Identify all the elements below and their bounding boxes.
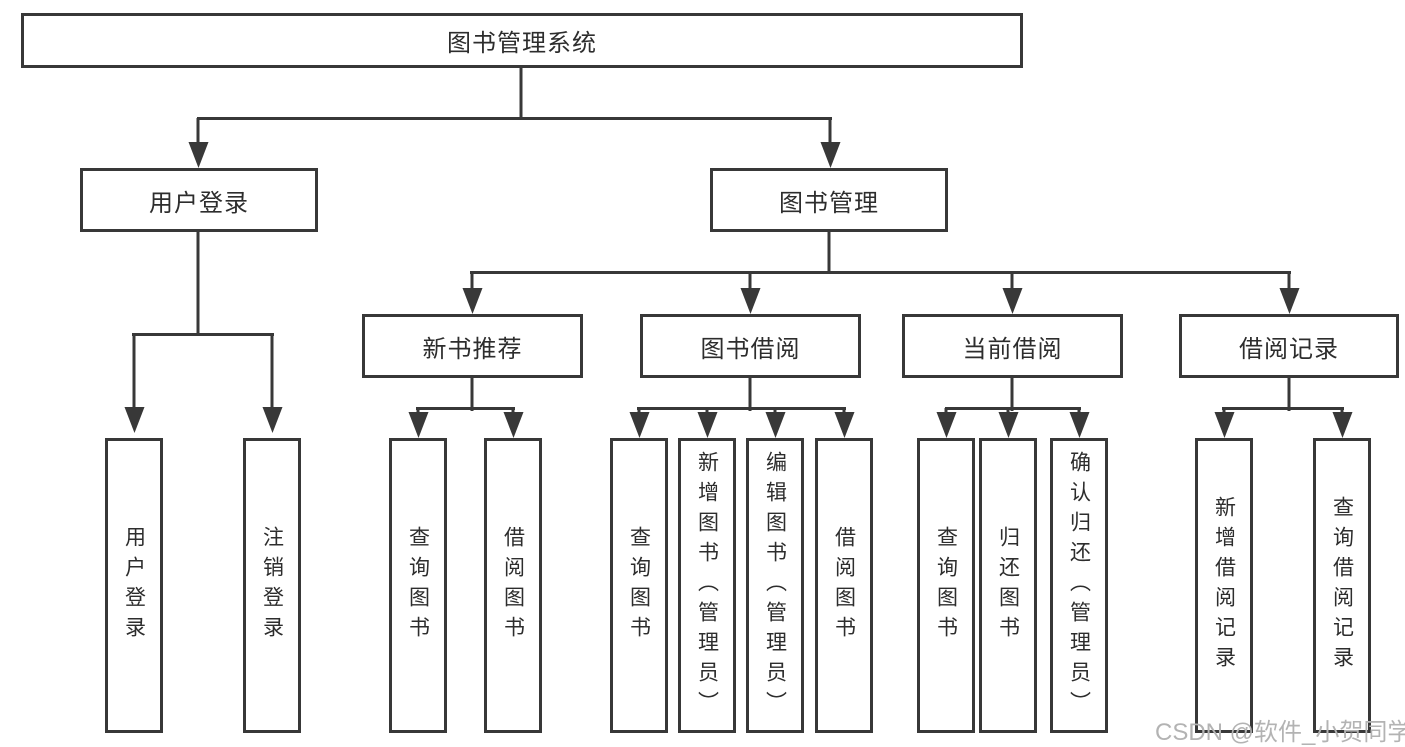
connector-book-borrow-stem	[748, 378, 752, 411]
connector-new-books-stem	[470, 378, 474, 411]
connector-book-borrow-rail	[637, 407, 846, 410]
node-book-borrow: 图书借阅	[640, 314, 861, 378]
arrow-to-book-mgmt	[828, 118, 832, 142]
node-borrow-records: 借阅记录	[1179, 314, 1399, 378]
arrow-bb-query	[637, 408, 641, 412]
arrow-br-add	[1222, 408, 1226, 412]
arrow-bb-edit	[773, 408, 777, 412]
node-current-borrow: 当前借阅	[902, 314, 1123, 378]
leaf-br-add-record: 新增借阅记录	[1195, 438, 1253, 733]
leaf-cb-return-books-label: 归还图书	[996, 525, 1020, 646]
leaf-bb-query-books-label: 查询图书	[627, 525, 651, 646]
arrow-to-borrow-records	[1287, 272, 1291, 288]
arrow-to-leaf-login	[132, 333, 136, 407]
connector-root-stem	[519, 68, 523, 119]
leaf-cb-return-books: 归还图书	[979, 438, 1037, 733]
node-root: 图书管理系统	[21, 13, 1023, 68]
node-user-login: 用户登录	[80, 168, 318, 232]
leaf-cb-query-books-label: 查询图书	[934, 525, 958, 646]
node-book-borrow-label: 图书借阅	[700, 335, 801, 363]
leaf-nb-borrow-books-label: 借阅图书	[501, 525, 525, 646]
connector-current-borrow-stem	[1010, 378, 1014, 411]
leaf-cb-confirm-return-label: 确认归还（管理员）	[1067, 450, 1091, 721]
leaf-nb-query-books: 查询图书	[389, 438, 447, 733]
arrow-cb-return	[1006, 408, 1010, 412]
arrow-nb-borrow	[511, 408, 515, 412]
leaf-br-query-record: 查询借阅记录	[1313, 438, 1371, 733]
leaf-bb-add-books-label: 新增图书（管理员）	[695, 450, 719, 721]
arrow-to-new-books	[470, 272, 474, 288]
arrow-to-leaf-logout	[270, 333, 274, 407]
node-book-mgmt-label: 图书管理	[779, 189, 879, 217]
arrow-br-query	[1340, 408, 1344, 412]
leaf-cb-confirm-return: 确认归还（管理员）	[1050, 438, 1108, 733]
connector-borrow-records-stem	[1287, 378, 1291, 411]
arrow-nb-query	[416, 408, 420, 412]
node-root-label: 图书管理系统	[447, 30, 597, 57]
leaf-br-add-record-label: 新增借阅记录	[1212, 495, 1236, 676]
leaf-br-query-record-label: 查询借阅记录	[1330, 495, 1354, 676]
connector-book-mgmt-rail	[470, 271, 1291, 274]
node-book-mgmt: 图书管理	[710, 168, 948, 232]
leaf-bb-borrow-books-label: 借阅图书	[832, 525, 856, 646]
arrow-bb-borrow	[842, 408, 846, 412]
leaf-nb-borrow-books: 借阅图书	[484, 438, 542, 733]
arrow-to-book-borrow	[748, 272, 752, 288]
node-current-borrow-label: 当前借阅	[962, 335, 1063, 363]
connector-user-login-stem	[196, 232, 200, 336]
leaf-bb-borrow-books: 借阅图书	[815, 438, 873, 733]
leaf-user-login: 用户登录	[105, 438, 163, 733]
leaf-logout-label: 注销登录	[260, 525, 284, 646]
node-new-books: 新书推荐	[362, 314, 583, 378]
connector-new-books-rail	[416, 407, 515, 410]
connector-current-borrow-rail	[945, 407, 1081, 410]
arrow-bb-add	[705, 408, 709, 412]
node-user-login-label: 用户登录	[149, 189, 249, 217]
connector-user-login-rail	[132, 333, 274, 336]
arrow-cb-query	[944, 408, 948, 412]
connector-borrow-records-rail	[1222, 407, 1344, 410]
csdn-watermark: CSDN @软件_小贺同学	[1155, 719, 1405, 746]
leaf-nb-query-books-label: 查询图书	[406, 525, 430, 646]
leaf-bb-query-books: 查询图书	[610, 438, 668, 733]
leaf-user-login-label: 用户登录	[122, 525, 146, 646]
leaf-logout: 注销登录	[243, 438, 301, 733]
leaf-bb-edit-books-label: 编辑图书（管理员）	[763, 450, 787, 721]
connector-root-rail	[197, 117, 832, 120]
arrow-to-current-borrow	[1010, 272, 1014, 288]
connector-book-mgmt-stem	[827, 232, 831, 274]
leaf-bb-edit-books: 编辑图书（管理员）	[746, 438, 804, 733]
node-new-books-label: 新书推荐	[422, 335, 523, 363]
leaf-cb-query-books: 查询图书	[917, 438, 975, 733]
node-borrow-records-label: 借阅记录	[1239, 335, 1339, 363]
leaf-bb-add-books: 新增图书（管理员）	[678, 438, 736, 733]
arrow-cb-confirm	[1077, 408, 1081, 412]
arrow-to-user-login	[196, 118, 200, 142]
